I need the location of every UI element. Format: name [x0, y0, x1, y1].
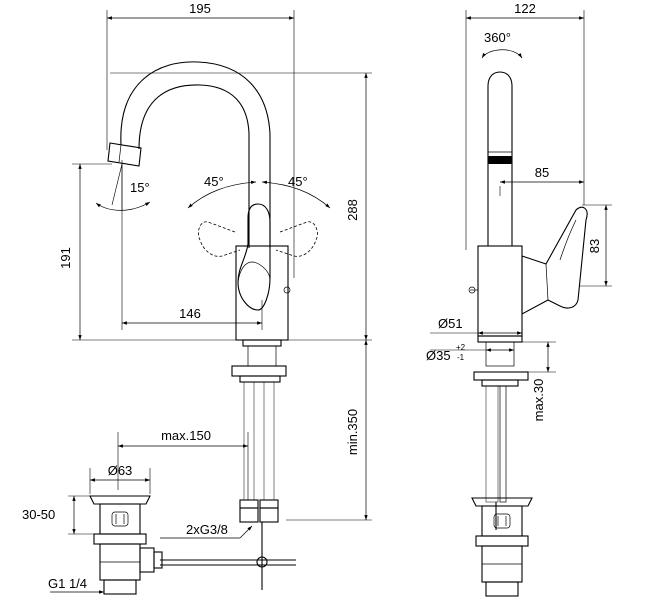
- shank: [247, 345, 277, 367]
- dim-rotation: 360°: [484, 30, 511, 45]
- dim-connection-leader: [239, 525, 253, 539]
- spout-side: [487, 71, 513, 246]
- dim-waste-offset: max.150: [161, 428, 211, 443]
- waste-slot-side: [493, 513, 511, 529]
- lever-side-detail: [559, 219, 577, 261]
- tilt-arc: [95, 201, 151, 211]
- flex-hose-left: [243, 381, 255, 501]
- dim-lever-reach: 85: [535, 165, 549, 180]
- dim-max-deck: max.30: [531, 379, 546, 422]
- fixing-nut: [239, 375, 281, 383]
- waste-tail: [103, 579, 137, 595]
- dim-base-diameter: Ø51: [438, 316, 463, 331]
- base-flange: [242, 339, 282, 347]
- dim-hole-diameter: Ø35: [426, 348, 451, 363]
- popup-joint: [256, 556, 268, 568]
- dim-depth: 122: [514, 1, 536, 16]
- waste-neck-side: [481, 505, 523, 537]
- waste-neck: [99, 503, 141, 535]
- waste-overflow-slot: [111, 511, 129, 527]
- dim-hole-tol-lower: -1: [457, 353, 465, 362]
- aerator: [107, 142, 142, 167]
- hose-nut-left: [239, 499, 259, 509]
- base-side: [477, 335, 523, 343]
- lever-side-joint: [545, 263, 549, 301]
- dim-tilt-angle: 15°: [130, 180, 150, 195]
- waste-nut-side: [475, 535, 529, 547]
- lever-side: [521, 206, 588, 315]
- dim-waste-height: 30-50: [22, 507, 55, 522]
- lever-ghost-right: [275, 221, 318, 257]
- hose-nut-right: [259, 499, 279, 509]
- angle-ref-line: [111, 163, 123, 206]
- temperature-indicator: [283, 286, 291, 294]
- spout-outer: [120, 61, 271, 248]
- waste-nut: [93, 533, 147, 545]
- hose-fitting-left: [239, 507, 259, 523]
- rotation-arc: [481, 49, 523, 59]
- front-view: 195 191 288 146 15° 45° 45°: [58, 1, 372, 590]
- dim-hose-length: min.350: [345, 409, 360, 455]
- lever-front-detail: [237, 261, 271, 283]
- dim-waste-diameter: Ø63: [108, 463, 133, 478]
- lever-arc-left: [187, 180, 257, 209]
- dim-projection: 146: [179, 306, 201, 321]
- aerator-line: [118, 144, 122, 163]
- dim-lever-angle-left: 45°: [204, 174, 224, 189]
- fixing-nut-side: [481, 379, 519, 387]
- waste-tail-side: [485, 581, 519, 597]
- spout-inner: [138, 84, 250, 248]
- aerator-side: [488, 156, 512, 164]
- side-indicator: [468, 286, 476, 294]
- dim-waste-thread: G1 1/4: [48, 576, 87, 591]
- lever-front: [237, 203, 271, 311]
- shank-side: [485, 341, 515, 367]
- fixing-plate-side: [473, 371, 529, 381]
- dim-overall-height: 288: [345, 199, 360, 221]
- waste-cap: [89, 495, 151, 505]
- flex-hose-right: [263, 381, 275, 501]
- lever-arc-right: [261, 180, 331, 209]
- waste-assembly: max.150 Ø63 30-50 G1 1/4: [22, 428, 249, 595]
- flex-hose-side: [485, 385, 499, 503]
- side-view: 122 360° 85 83 Ø51 Ø35: [426, 1, 612, 597]
- dim-lever-height: 83: [587, 239, 602, 253]
- dim-lever-angle-right: 45°: [288, 174, 308, 189]
- hose-fitting-right: [259, 507, 279, 523]
- lever-ghost-left: [198, 221, 241, 257]
- dim-hole-tol-upper: +2: [456, 343, 466, 352]
- dim-connection: 2xG3/8: [186, 522, 228, 537]
- fixing-plate: [231, 365, 287, 377]
- waste-cap-side: [471, 497, 533, 507]
- popup-housing: [139, 547, 155, 573]
- dim-overall-width: 195: [189, 1, 211, 16]
- mixer-body-side: [477, 245, 523, 337]
- dim-spout-height: 191: [58, 247, 73, 269]
- popup-nut: [153, 551, 163, 569]
- flex-hose-side-2: [499, 385, 507, 503]
